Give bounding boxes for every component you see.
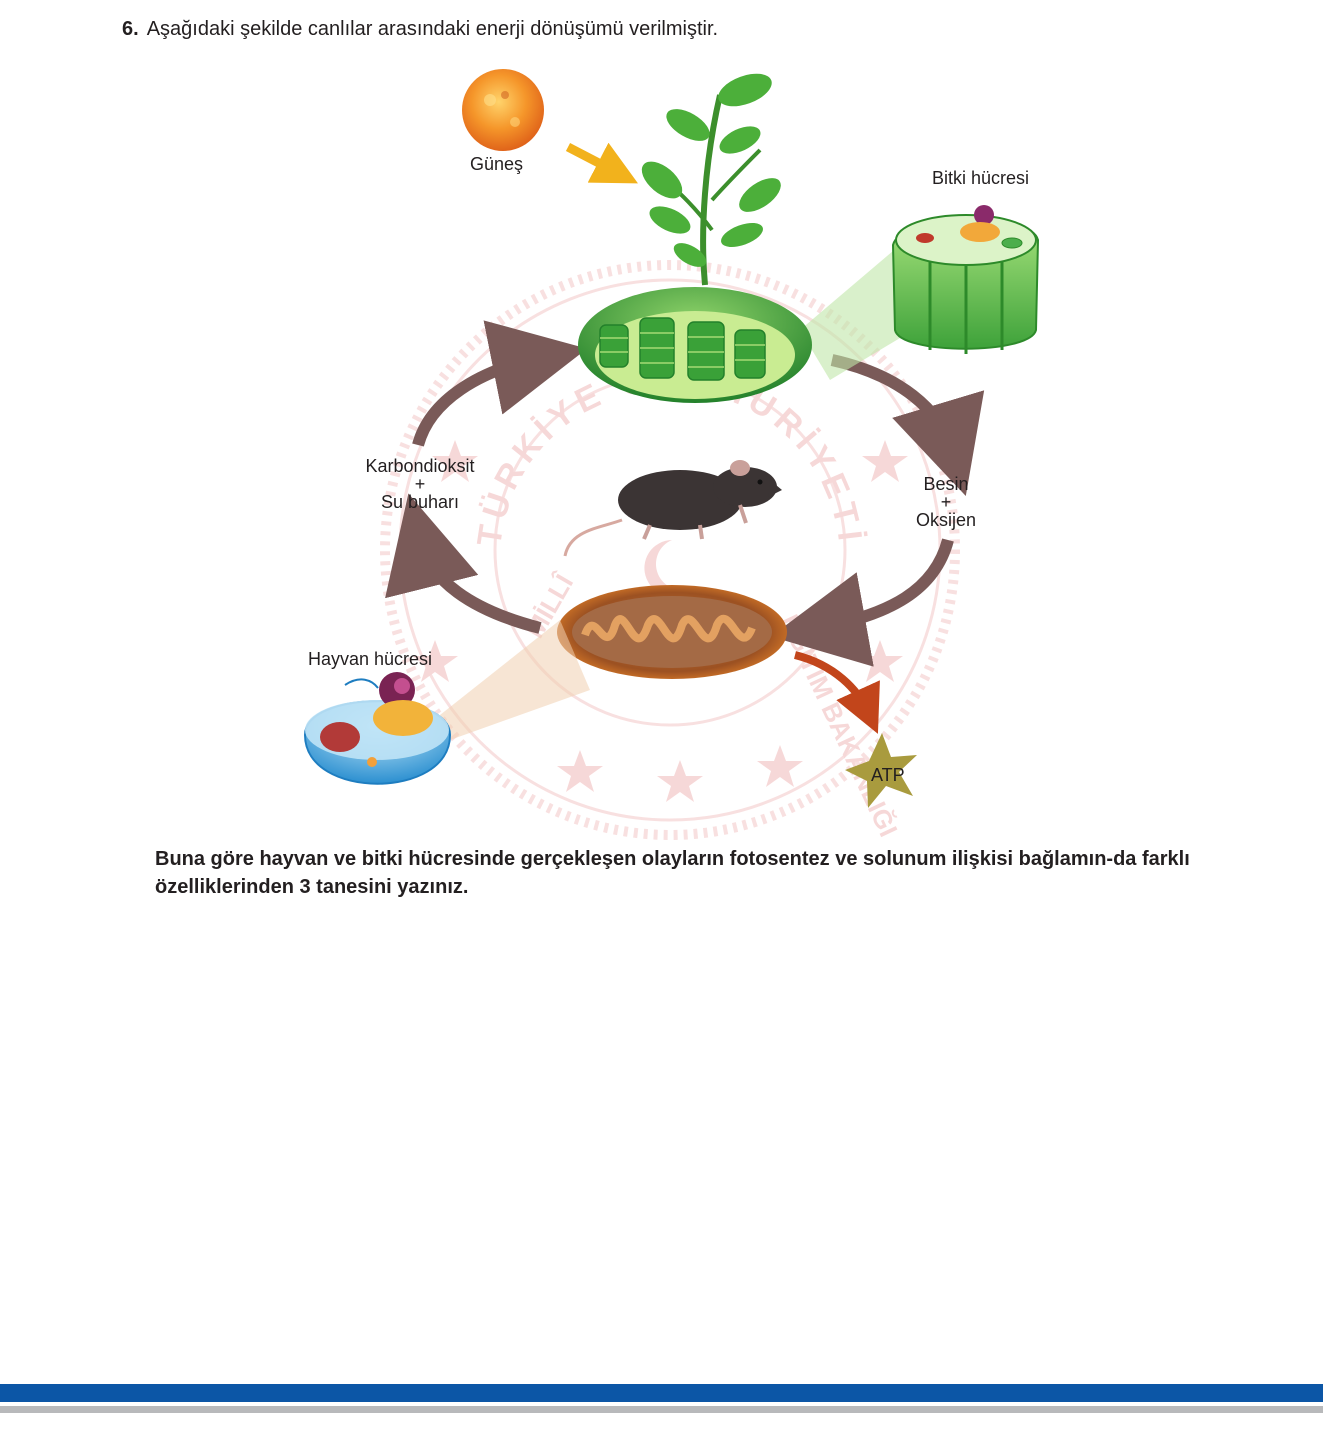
leaf-icon xyxy=(673,243,707,267)
leaf-icon xyxy=(718,73,772,107)
label-plus-left: + xyxy=(414,474,426,494)
label-right-cycle: Besin + Oksijen xyxy=(906,475,986,529)
arrow-mitochondrion-to-left xyxy=(385,493,542,634)
arrow-chloroplast-to-right xyxy=(830,354,985,496)
arrow-right-to-mitochondrion xyxy=(770,538,954,667)
mouse-icon xyxy=(618,470,742,530)
animal-cell xyxy=(303,620,590,785)
watermark-star-icon xyxy=(557,750,603,792)
watermark-star-icon xyxy=(857,640,903,682)
label-left-cycle: Karbondioksit + Su buharı xyxy=(354,457,486,511)
question-number: 6. xyxy=(122,18,139,40)
leaf-icon xyxy=(719,126,761,154)
sun xyxy=(462,69,544,151)
mitochondrion xyxy=(557,585,787,679)
cycle-arrows xyxy=(385,320,985,667)
energy-cycle-diagram: TÜRKİYE CUMHURİYETİ MİLLÎ EĞİTİM BAKANLI… xyxy=(303,69,1040,840)
arrow-to-chloroplast xyxy=(412,320,588,447)
watermark-star-icon xyxy=(412,640,458,682)
footer-bar-gray xyxy=(0,1406,1323,1413)
footer-bar-blue xyxy=(0,1384,1323,1402)
sun-icon xyxy=(462,69,544,151)
label-sun: Güneş xyxy=(470,154,524,174)
label-carbon-dioxide: Karbondioksit xyxy=(365,456,475,476)
watermark-crescent-icon xyxy=(644,540,692,596)
label-food: Besin xyxy=(923,474,969,494)
label-oxygen: Oksijen xyxy=(915,510,977,530)
leaf-icon xyxy=(641,161,683,199)
atp-star-icon xyxy=(845,733,917,808)
question-header: 6. Aşağıdaki şekilde canlılar arasındaki … xyxy=(122,17,718,41)
watermark-star-icon xyxy=(757,745,803,787)
question-prompt: Buna göre hayvan ve bitki hücresinde ger… xyxy=(155,848,1190,898)
leaf-icon xyxy=(721,222,763,248)
atp-arrow xyxy=(793,651,880,734)
leaf-icon xyxy=(739,178,781,212)
label-animal-cell: Hayvan hücresi xyxy=(308,649,433,669)
chloroplast xyxy=(578,245,905,403)
question-intro: Aşağıdaki şekilde canlılar arasındaki en… xyxy=(146,18,719,40)
label-plus-right: + xyxy=(940,492,952,512)
watermark-star-icon xyxy=(657,760,703,802)
plant xyxy=(641,73,781,286)
watermark-star-icon xyxy=(862,440,908,482)
watermark-text-right: EĞİTİM BAKANLIĞI xyxy=(775,610,904,840)
label-plant-cell: Bitki hücresi xyxy=(932,168,1030,188)
label-atp: ATP xyxy=(871,765,905,785)
leaf-icon xyxy=(666,109,710,141)
mouse xyxy=(563,460,782,557)
sunlight-arrow xyxy=(565,142,638,184)
plant-cell xyxy=(891,205,1040,354)
label-water-vapor: Su buharı xyxy=(380,492,460,512)
leaf-icon xyxy=(649,206,691,234)
watermark-star-icon xyxy=(432,440,478,482)
